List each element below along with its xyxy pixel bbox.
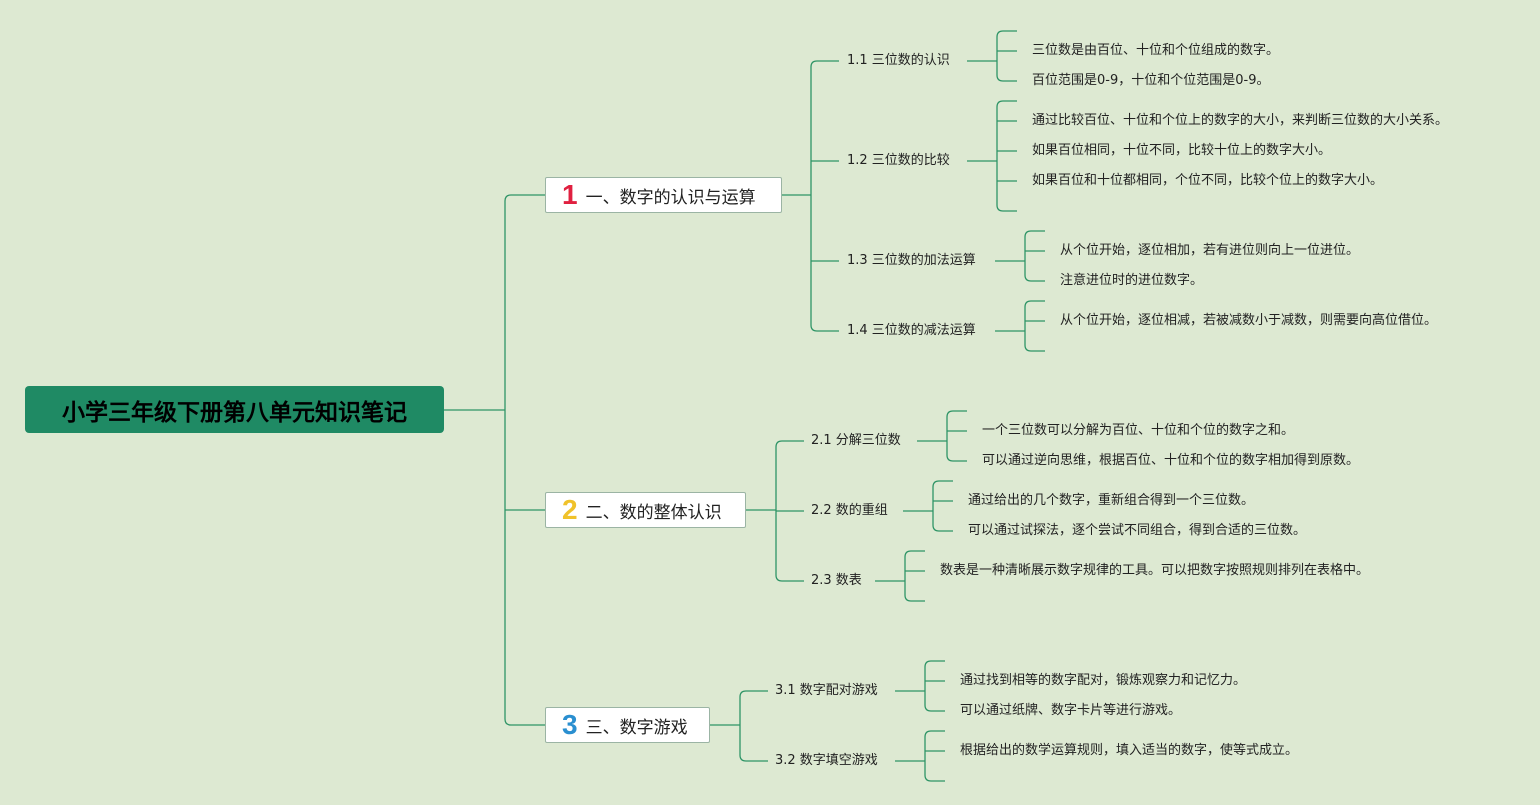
- leaf-1-2-1: 通过比较百位、十位和个位上的数字的大小，来判断三位数的大小关系。: [1032, 113, 1449, 128]
- branch-1-label: 一、数字的认识与运算: [585, 187, 756, 208]
- leaf-1-2-2: 如果百位相同，十位不同，比较十位上的数字大小。: [1032, 143, 1332, 158]
- leaf-3-2-1: 根据给出的数学运算规则，填入适当的数字，使等式成立。: [960, 743, 1299, 758]
- connector-line: [1024, 274, 1045, 282]
- connector-line: [996, 204, 1017, 212]
- leaf-2-1-2: 可以通过逆向思维，根据百位、十位和个位的数字相加得到原数。: [982, 453, 1360, 468]
- sub-2-3[interactable]: 2.3 数表: [811, 573, 862, 588]
- branch-2-label: 二、数的整体认识: [585, 502, 722, 523]
- connector-line: [904, 550, 925, 558]
- number-1-icon: 1: [562, 179, 578, 210]
- sub-2-2[interactable]: 2.2 数的重组: [811, 503, 888, 518]
- leaf-1-3-1: 从个位开始，逐位相加，若有进位则向上一位进位。: [1060, 243, 1360, 258]
- leaf-2-1-1: 一个三位数可以分解为百位、十位和个位的数字之和。: [982, 423, 1295, 438]
- connector-line: [932, 480, 953, 488]
- connector-line: [1024, 230, 1045, 238]
- leaf-3-1-1: 通过找到相等的数字配对，锻炼观察力和记忆力。: [960, 673, 1247, 688]
- connector-line: [739, 690, 768, 698]
- leaf-1-1-2: 百位范围是0-9，十位和个位范围是0-9。: [1032, 73, 1270, 88]
- branch-3-label: 三、数字游戏: [585, 717, 688, 738]
- number-3-icon: 3: [562, 709, 578, 740]
- connector-line: [924, 660, 945, 668]
- sub-3-2[interactable]: 3.2 数字填空游戏: [775, 753, 878, 768]
- connector-line: [810, 60, 839, 68]
- connector-line: [775, 440, 804, 448]
- connector-line: [996, 30, 1017, 38]
- connector-line: [924, 774, 945, 782]
- connector-line: [946, 454, 967, 462]
- leaf-3-1-2: 可以通过纸牌、数字卡片等进行游戏。: [960, 703, 1182, 718]
- leaf-2-3-1: 数表是一种清晰展示数字规律的工具。可以把数字按照规则排列在表格中。: [940, 563, 1370, 578]
- branch-1-node[interactable]: 1 一、数字的认识与运算: [545, 177, 782, 213]
- leaf-2-2-1: 通过给出的几个数字，重新组合得到一个三位数。: [968, 493, 1255, 508]
- sub-3-1[interactable]: 3.1 数字配对游戏: [775, 683, 878, 698]
- sub-1-3[interactable]: 1.3 三位数的加法运算: [847, 253, 976, 268]
- root-node[interactable]: 小学三年级下册第八单元知识笔记: [25, 386, 444, 433]
- connector-line: [1024, 344, 1045, 352]
- sub-1-1[interactable]: 1.1 三位数的认识: [847, 53, 950, 68]
- connector-line: [996, 74, 1017, 82]
- connector-line: [504, 718, 545, 726]
- root-title: 小学三年级下册第八单元知识笔记: [62, 399, 407, 426]
- leaf-1-2-3: 如果百位和十位都相同，个位不同，比较个位上的数字大小。: [1032, 173, 1384, 188]
- leaf-1-3-2: 注意进位时的进位数字。: [1060, 273, 1204, 288]
- sub-1-2[interactable]: 1.2 三位数的比较: [847, 153, 950, 168]
- branch-2-node[interactable]: 2 二、数的整体认识: [545, 492, 746, 528]
- connector-line: [946, 410, 967, 418]
- number-2-icon: 2: [562, 494, 578, 525]
- connector-line: [996, 100, 1017, 108]
- connector-line: [924, 730, 945, 738]
- branch-3-node[interactable]: 3 三、数字游戏: [545, 707, 710, 743]
- leaf-2-2-2: 可以通过试探法，逐个尝试不同组合，得到合适的三位数。: [968, 523, 1307, 538]
- sub-2-1[interactable]: 2.1 分解三位数: [811, 433, 901, 448]
- leaf-1-4-1: 从个位开始，逐位相减，若被减数小于减数，则需要向高位借位。: [1060, 313, 1438, 328]
- connector-line: [924, 704, 945, 712]
- connector-line: [504, 194, 545, 202]
- connector-line: [904, 594, 925, 602]
- sub-1-4[interactable]: 1.4 三位数的减法运算: [847, 323, 976, 338]
- connector-line: [1024, 300, 1045, 308]
- connector-line: [810, 324, 839, 332]
- leaf-1-1-1: 三位数是由百位、十位和个位组成的数字。: [1032, 43, 1280, 58]
- connector-line: [932, 524, 953, 532]
- connector-line: [775, 574, 804, 582]
- connector-line: [739, 754, 768, 762]
